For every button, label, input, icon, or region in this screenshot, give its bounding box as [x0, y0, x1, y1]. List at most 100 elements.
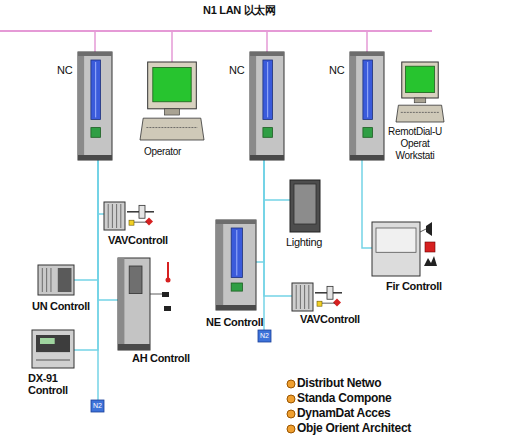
controller-fin: [112, 204, 113, 228]
tower-top: [350, 52, 384, 56]
alarm-horn: [426, 222, 432, 236]
panel-line: [267, 62, 268, 117]
bullet-icon: [287, 425, 295, 433]
device-drawing: [38, 265, 74, 295]
device-drawing: [78, 52, 112, 160]
dx-body: [32, 330, 74, 368]
device-label: VAVControll: [108, 234, 188, 246]
monitor-screen: [406, 66, 435, 92]
bus-connector: [74, 160, 98, 280]
light-face: [294, 184, 316, 224]
tower-led: [363, 128, 373, 138]
tower-panel: [231, 228, 242, 278]
tower-top: [216, 220, 256, 224]
tower-top: [78, 52, 112, 56]
device-label: Operator: [144, 146, 208, 158]
device-drawing: [32, 330, 74, 368]
lan-drop: [171, 31, 173, 62]
panel-line: [95, 62, 96, 117]
damper-body: [327, 286, 333, 299]
bus-connector: [264, 160, 292, 296]
sensor-yellow: [317, 301, 322, 306]
monitor-stand: [414, 98, 426, 103]
bullet-icon: [287, 410, 295, 418]
keyboard-keys: [146, 127, 197, 128]
keyboard: [140, 118, 204, 140]
device-label: UN Controll: [32, 300, 112, 312]
bus-connector: [256, 160, 264, 262]
tower-side: [250, 52, 256, 160]
tower-body: [78, 52, 112, 160]
alarm-wire: [420, 229, 426, 232]
device-drawing: [104, 202, 154, 230]
device-drawing: [258, 330, 271, 342]
device-drawing: [250, 52, 284, 160]
device-icon: [396, 62, 444, 122]
n2-box: [91, 400, 104, 412]
tower-led: [91, 128, 101, 138]
bus-connector: [362, 160, 372, 248]
device-label: Fir Controll: [386, 280, 466, 292]
sensor-wire: [134, 222, 147, 223]
ah-body: [118, 258, 150, 350]
unit-fin: [42, 268, 43, 292]
controller-fin: [116, 204, 117, 228]
unit-fin: [46, 268, 47, 292]
device-label: VAVControll: [300, 313, 380, 325]
monitor-case: [148, 62, 197, 109]
device-node: NC: [350, 52, 384, 160]
sensor-yellow: [129, 220, 134, 225]
controller-fin: [300, 285, 301, 309]
device-node: Fir Controll: [372, 222, 420, 276]
device-icon: [350, 52, 384, 160]
bus-connector: [264, 160, 290, 200]
tower-body: [350, 52, 384, 160]
sensor-red: [333, 298, 341, 306]
monitor-screen: [153, 67, 191, 101]
device-drawing: [396, 62, 444, 122]
network-port-box: N2: [258, 330, 271, 342]
device-icon: [292, 283, 342, 311]
device-label: AH Controll: [132, 352, 212, 364]
network-label: N1 LAN 以太网: [203, 4, 276, 17]
device-node: RemotDial-U Operat Workstati: [396, 62, 444, 122]
feature-text: DynamDat Acces: [297, 407, 390, 420]
dx-display: [40, 338, 55, 344]
alarm-box: [425, 242, 435, 252]
sensor-wire: [322, 303, 335, 304]
device-drawing: [372, 222, 437, 276]
tower-base: [78, 155, 112, 160]
sensor-block: [164, 306, 171, 311]
keyboard-keys: [401, 112, 439, 113]
bullet-icon: [287, 395, 295, 403]
lan-drop: [366, 31, 368, 52]
dx-slot: [36, 360, 70, 361]
tower-led: [231, 283, 242, 291]
device-node: VAVControll: [292, 283, 342, 311]
monitor-case: [402, 62, 438, 98]
device-icon: [118, 258, 150, 350]
controller-fin: [296, 285, 297, 309]
device-node: DX-91 Controll: [32, 330, 74, 368]
sensor-block: [162, 292, 169, 297]
tower-body: [250, 52, 284, 160]
controller-fin: [304, 285, 305, 309]
tower-base: [250, 155, 284, 160]
device-label: DX-91 Controll: [28, 372, 80, 396]
sensor-wire: [150, 294, 162, 295]
device-node: VAVControll: [104, 202, 154, 230]
feature-text: Standa Compone: [297, 392, 391, 405]
unit-fin: [50, 268, 51, 292]
device-icon: [78, 52, 112, 160]
tower-base: [216, 305, 256, 310]
device-icon: [38, 265, 74, 295]
monitor-stand: [164, 109, 179, 115]
dx-face: [36, 335, 70, 352]
device-node: Lighting: [290, 180, 320, 232]
device-label: RemotDial-U Operat Workstati: [382, 126, 448, 162]
device-icon: [104, 202, 154, 230]
device-drawing: [292, 283, 342, 311]
tower-side: [350, 52, 356, 160]
lan-drop: [94, 31, 96, 52]
device-icon: [250, 52, 284, 160]
